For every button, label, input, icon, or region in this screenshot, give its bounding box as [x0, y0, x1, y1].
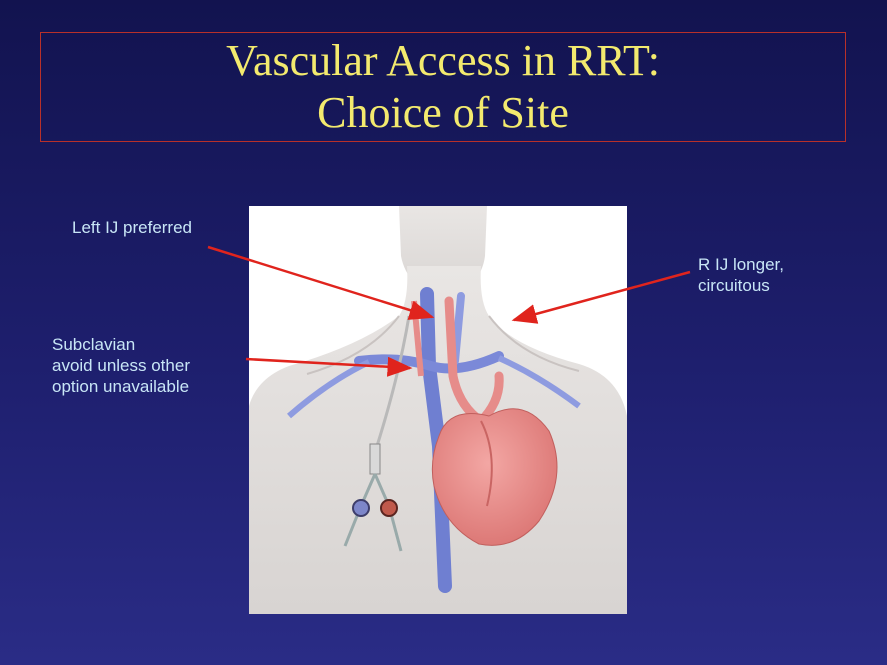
blue-port-icon — [353, 500, 369, 516]
label-left-ij: Left IJ preferred — [72, 217, 192, 238]
anatomy-illustration — [249, 206, 627, 614]
label-right-ij-line-2: circuitous — [698, 275, 784, 296]
label-subclavian-line-2: avoid unless other — [52, 355, 190, 376]
label-right-ij-line-1: R IJ longer, — [698, 254, 784, 275]
label-subclavian-line-3: option unavailable — [52, 376, 190, 397]
slide-title-line-1: Vascular Access in RRT: — [226, 35, 660, 87]
label-subclavian: Subclavian avoid unless other option una… — [52, 334, 190, 397]
red-port-icon — [381, 500, 397, 516]
label-right-ij: R IJ longer, circuitous — [698, 254, 784, 296]
title-box: Vascular Access in RRT: Choice of Site — [40, 32, 846, 142]
label-subclavian-line-1: Subclavian — [52, 334, 190, 355]
slide-title-line-2: Choice of Site — [317, 87, 569, 139]
